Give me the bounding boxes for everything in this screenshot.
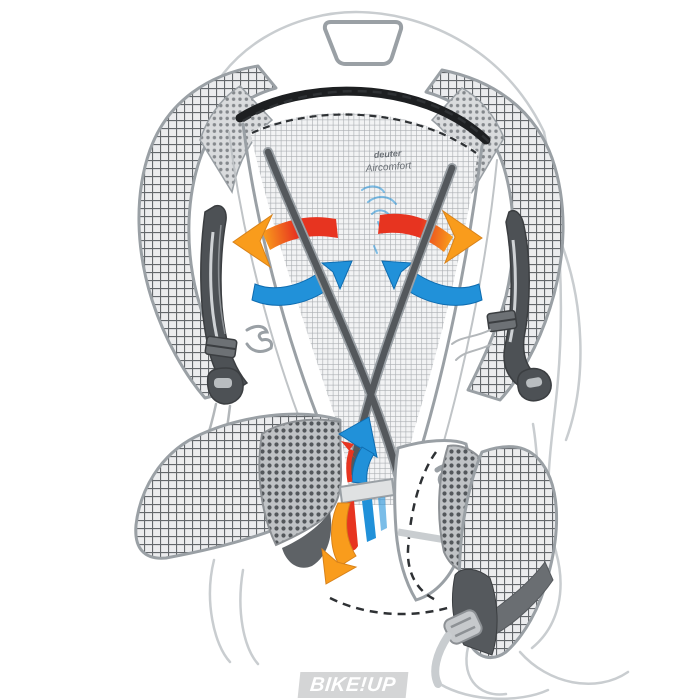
lumbar-side-band xyxy=(397,528,447,544)
lumbar-airflow-arrows xyxy=(321,416,396,585)
warm-air-arrow-right xyxy=(378,209,483,265)
left-hip-shadow xyxy=(282,512,332,568)
cool-stripe-blue-light xyxy=(378,497,387,531)
left-hip-pad-dots xyxy=(258,418,343,547)
haul-handle xyxy=(322,20,404,66)
watermark-text: BIKE!UP xyxy=(308,674,398,696)
cool-air-up-band xyxy=(351,446,375,485)
warm-air-down-arrowhead xyxy=(321,547,358,585)
right-strap-webbing xyxy=(451,210,552,402)
bikeup-watermark: BIKE!UP xyxy=(297,672,409,698)
right-hip-dark-band xyxy=(487,561,554,635)
right-hip-fin xyxy=(431,444,559,688)
sternum-strap-hook-left xyxy=(245,324,273,353)
cool-air-up-arrowhead xyxy=(338,416,378,458)
left-hip-fin xyxy=(134,412,343,568)
back-panel-print: deuter Aircomfort xyxy=(364,148,412,175)
back-panel-mesh xyxy=(250,112,478,505)
lumbar-webbing-band xyxy=(338,477,396,505)
hip-belt-buckle-right xyxy=(443,609,483,645)
frame-top-band xyxy=(235,86,491,145)
panel-top-dashed-edge xyxy=(251,113,477,154)
lumbar-dashed-left xyxy=(406,451,438,602)
warm-air-up-thin xyxy=(346,448,355,483)
cool-air-arrow-left xyxy=(251,260,353,306)
cool-stripe-blue xyxy=(362,499,376,542)
right-strap-ladder-buckle xyxy=(486,309,518,333)
brand-print-text: deuter xyxy=(374,148,403,160)
system-print-text: Aircomfort xyxy=(364,160,412,174)
sternum-strap-right xyxy=(451,329,493,361)
warm-air-up-thin-head xyxy=(341,441,356,459)
hip-belt-strap-end xyxy=(431,632,452,688)
left-strap-ladder-buckle xyxy=(204,335,238,359)
frame-top-dashed-line xyxy=(242,89,490,143)
